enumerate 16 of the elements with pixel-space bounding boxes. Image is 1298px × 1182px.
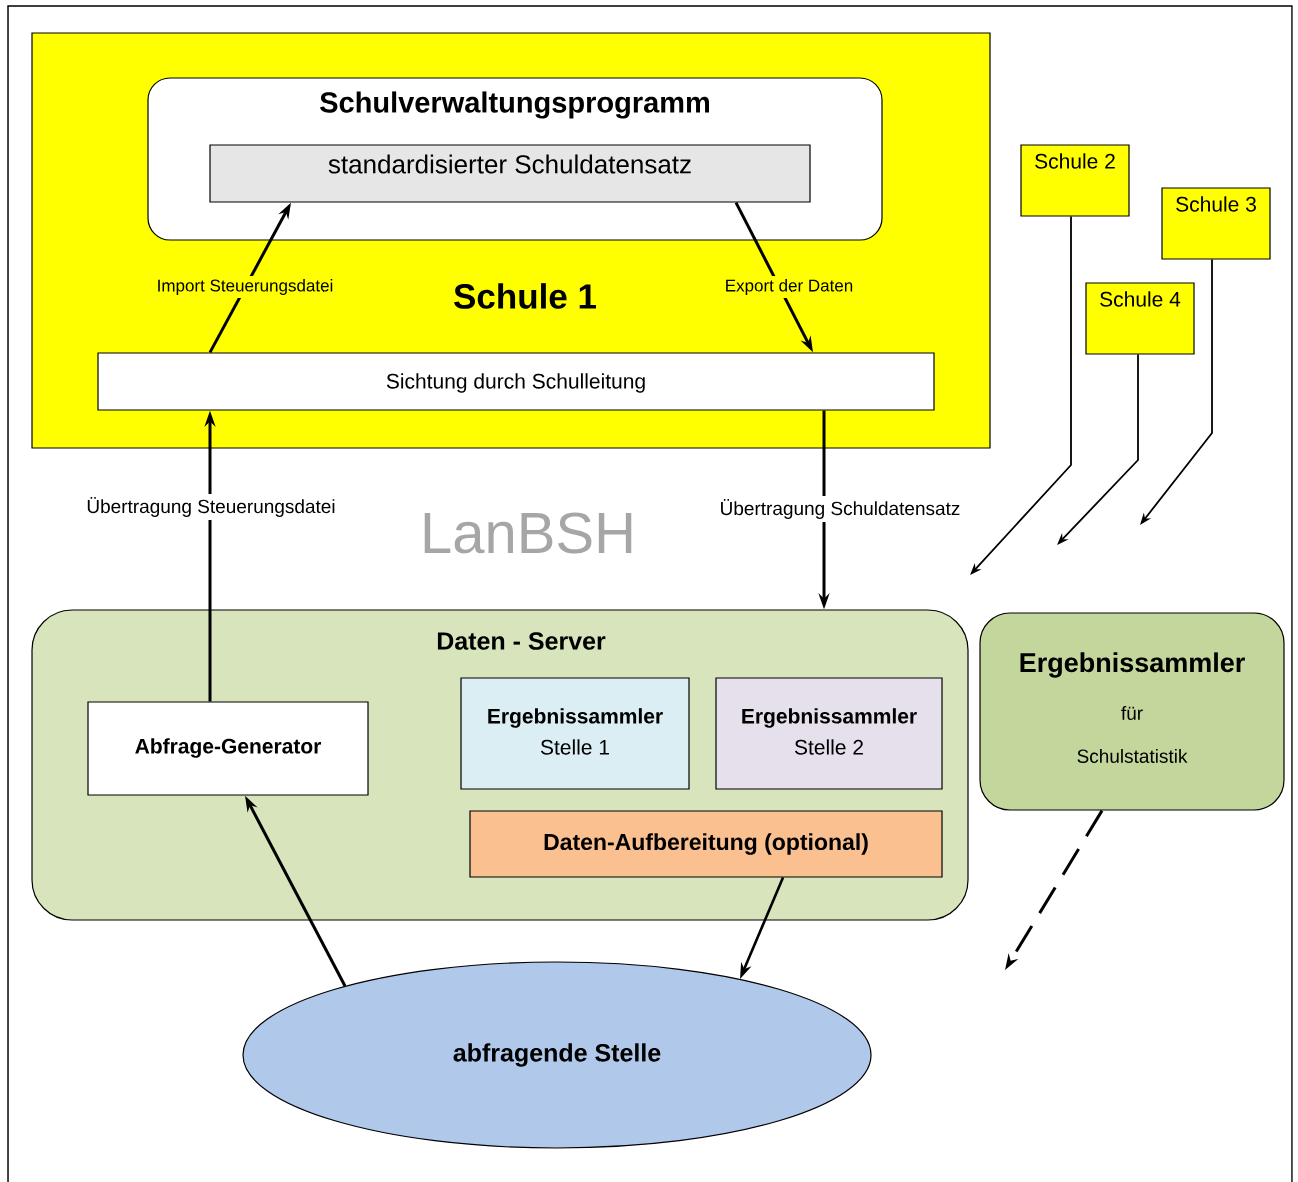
- edge-label: Export der Daten: [721, 276, 857, 298]
- review-box: Sichtung durch Schulleitung: [97, 352, 935, 411]
- edge-label: Übertragung Schuldatensatz: [716, 496, 964, 522]
- generator-box: Abfrage-Generator: [87, 701, 369, 796]
- school-box: Schule 4: [1085, 282, 1195, 355]
- edge-label: Übertragung Steuerungsdatei: [83, 494, 339, 520]
- data-record-box: standardisierter Schuldatensatz: [209, 144, 811, 203]
- edge-label: Import Steuerungsdatei: [153, 276, 337, 298]
- collector-box: Ergebnissammler Stelle 2: [715, 677, 943, 790]
- collector-box: Ergebnissammler Stelle 1: [460, 677, 690, 790]
- collector-box: Ergebnissammler für Schulstatistik: [979, 612, 1285, 811]
- school-box: Schule 3: [1161, 187, 1271, 260]
- school-box: Schule 2: [1020, 144, 1130, 217]
- network-label: LanBSH: [424, 512, 632, 554]
- processing-box: Daten-Aufbereitung (optional): [469, 810, 943, 878]
- arrow: [1057, 353, 1139, 545]
